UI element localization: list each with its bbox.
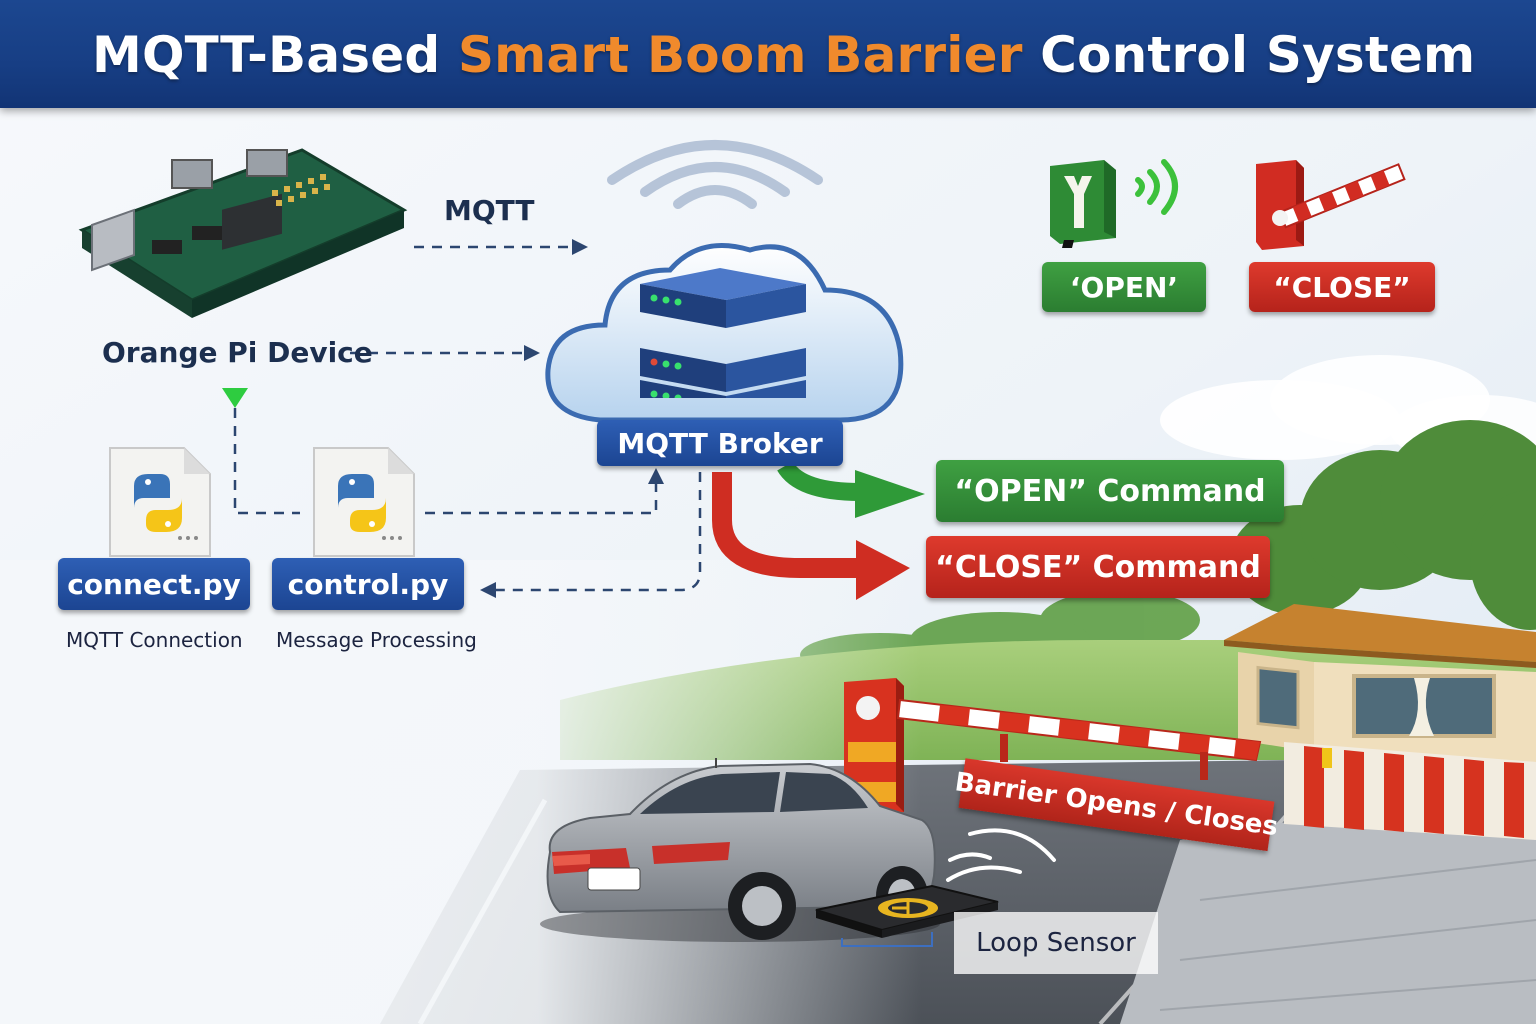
signal-icon — [1135, 159, 1178, 215]
car-icon — [540, 758, 940, 942]
barrier-gate-icon — [844, 678, 1262, 816]
title-part-3: Control System — [1022, 26, 1476, 84]
control-caption: Message Processing — [276, 628, 477, 652]
sensor-label: Loop Sensor — [954, 912, 1158, 974]
title-highlight: Smart Boom Barrier — [457, 26, 1023, 84]
legend-close-label: “CLOSE” — [1249, 262, 1435, 312]
python-file-icon — [109, 447, 211, 557]
title-bar: MQTT-Based Smart Boom Barrier Control Sy… — [0, 0, 1536, 108]
sensor-waves-icon — [946, 828, 1056, 882]
server-icon — [640, 268, 806, 398]
cloud-icon — [545, 243, 904, 423]
protocol-label: MQTT — [444, 194, 535, 227]
python-file-icon — [313, 447, 415, 557]
broker-label: MQTT Broker — [597, 420, 843, 466]
guard-booth-icon — [1224, 604, 1536, 840]
device-label: Orange Pi Device — [102, 336, 373, 369]
sensor-icon — [815, 884, 999, 947]
connect-script-label: connect.py — [58, 558, 250, 610]
open-command-label: “OPEN” Command — [936, 460, 1284, 522]
board-icon — [78, 148, 408, 318]
wifi-icon — [607, 140, 823, 209]
page-title: MQTT-Based Smart Boom Barrier Control Sy… — [92, 26, 1475, 84]
close-command-label: “CLOSE” Command — [926, 536, 1270, 598]
title-part-1: MQTT-Based — [92, 26, 458, 84]
boom-barrier-icon — [1256, 160, 1406, 250]
legend-open-label: ‘OPEN’ — [1042, 262, 1206, 312]
connect-caption: MQTT Connection — [66, 628, 243, 652]
control-script-label: control.py — [272, 558, 464, 610]
gate-open-icon — [1050, 160, 1116, 248]
